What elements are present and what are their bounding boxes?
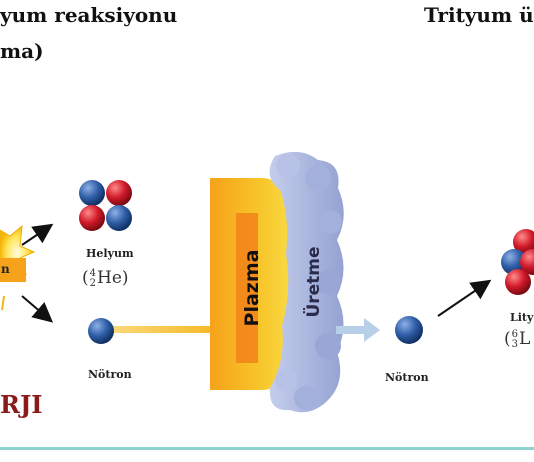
- plasma-label: Plazma: [241, 249, 263, 327]
- lithium-label: Lity: [510, 311, 534, 324]
- lithium-mass: 6: [511, 328, 519, 340]
- plasma-core: [236, 213, 258, 363]
- bottom-accent-line: [0, 447, 534, 450]
- neutron-beam: [112, 326, 212, 333]
- lithium-nucleus-icon: [501, 229, 534, 295]
- energy-label: RJI: [0, 390, 43, 419]
- fusion-burst-icon: [0, 224, 36, 311]
- helium-symbol: He: [97, 268, 122, 288]
- title-left-line2: ma): [0, 39, 44, 63]
- neutron-right-label: Nötron: [385, 371, 429, 384]
- lithium-symbol: L: [519, 329, 531, 349]
- arrow-to-helium: [21, 223, 54, 246]
- arrow-to-neutron: [21, 295, 54, 323]
- arrow-right-light: [364, 318, 380, 342]
- title-right-line1: Trityum ü: [424, 3, 534, 27]
- title-left-line1: yum reaksiyonu: [0, 3, 178, 27]
- helium-nucleus-icon: [79, 180, 132, 231]
- neutron-beam-right: [336, 326, 366, 334]
- helium-mass: 4: [89, 267, 97, 279]
- blanket-layer: [269, 151, 344, 413]
- production-label: Üretme: [304, 246, 324, 318]
- helium-atomic: 2: [89, 277, 97, 289]
- helium-label: Helyum: [86, 247, 134, 260]
- reaction-tag: n: [1, 262, 10, 276]
- neutron-left-icon: [88, 318, 114, 344]
- arrow-to-lithium: [437, 279, 492, 317]
- neutron-left-label: Nötron: [88, 368, 132, 381]
- neutron-right-icon: [395, 316, 423, 344]
- lithium-atomic: 3: [511, 338, 519, 350]
